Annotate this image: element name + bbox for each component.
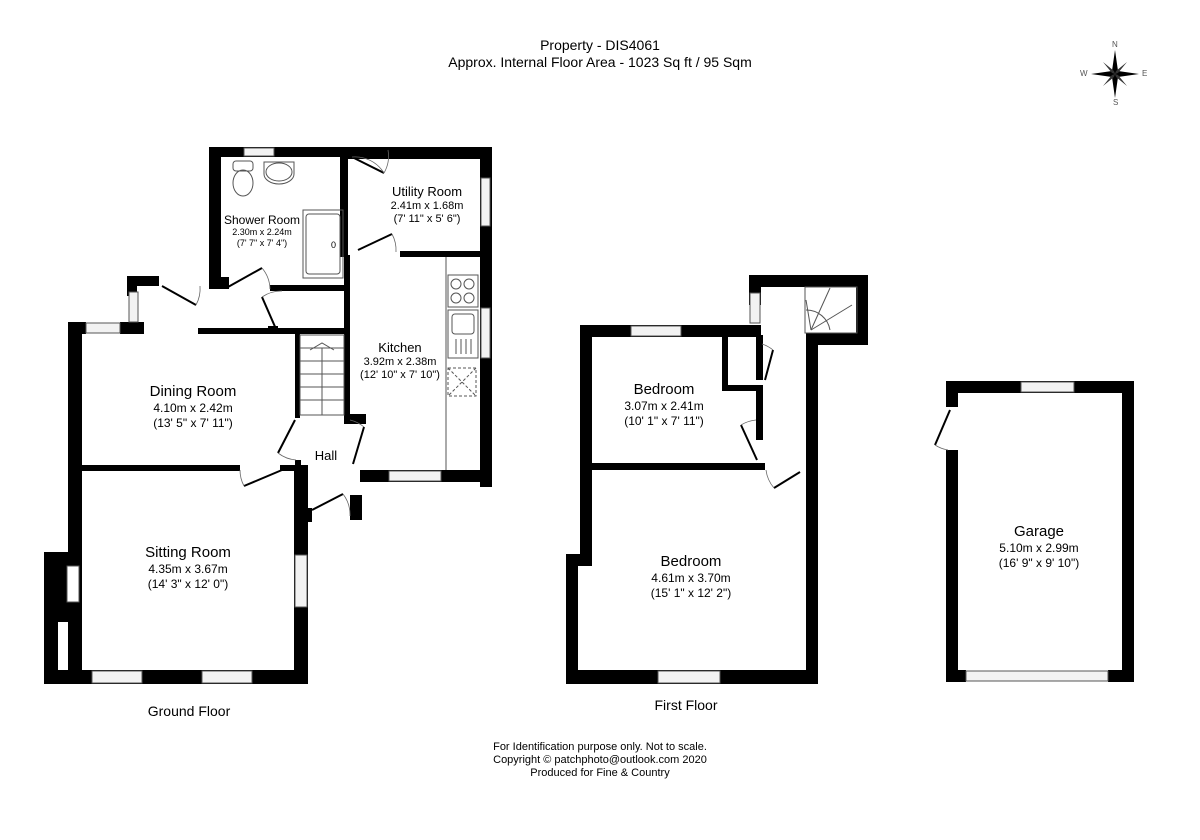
floor-label-ground: Ground Floor xyxy=(147,703,231,719)
room-sitting-room: Sitting Room 4.35m x 3.67m (14' 3" x 12'… xyxy=(145,544,231,592)
footer-disclaimer: For Identification purpose only. Not to … xyxy=(0,741,1200,780)
room-dimensions-imperial: (10' 1" x 7' 11") xyxy=(624,414,704,428)
room-dimensions-imperial: (12' 10" x 7' 10") xyxy=(360,369,440,381)
compass-north-label: N xyxy=(1112,40,1118,49)
room-dimensions-metric: 5.10m x 2.99m xyxy=(999,541,1079,555)
room-dimensions-imperial: (15' 1" x 12' 2") xyxy=(650,586,732,600)
compass-east-label: E xyxy=(1142,69,1148,78)
room-dining-room: Dining Room 4.10m x 2.42m (13' 5" x 7' 1… xyxy=(150,383,237,431)
produced-for-line: Produced for Fine & Country xyxy=(530,767,670,779)
room-utility-room: Utility Room 2.41m x 1.68m (7' 11" x 5' … xyxy=(391,184,464,226)
room-name: Bedroom xyxy=(660,553,722,570)
compass-south-label: S xyxy=(1113,98,1119,107)
room-dimensions-metric: 4.35m x 3.67m xyxy=(148,562,228,576)
room-name: Kitchen xyxy=(378,340,422,355)
room-name: Shower Room xyxy=(223,213,301,227)
room-name: Dining Room xyxy=(149,383,237,400)
room-dimensions-metric: 3.92m x 2.38m xyxy=(363,356,437,368)
room-dimensions-imperial: (16' 9" x 9' 10") xyxy=(998,556,1080,570)
room-dimensions-metric: 2.41m x 1.68m xyxy=(390,200,464,212)
room-dimensions-imperial: (7' 7" x 7' 4") xyxy=(236,238,288,248)
room-dimensions-metric: 2.30m x 2.24m xyxy=(232,227,292,237)
room-bedroom-small: Bedroom 3.07m x 2.41m (10' 1" x 7' 11") xyxy=(624,381,704,429)
copyright-line: Copyright © patchphoto@outlook.com 2020 xyxy=(493,754,707,766)
room-dimensions-metric: 3.07m x 2.41m xyxy=(624,399,704,413)
room-name: Sitting Room xyxy=(145,544,231,561)
room-garage: Garage 5.10m x 2.99m (16' 9" x 9' 10") xyxy=(999,523,1079,571)
disclaimer-line: For Identification purpose only. Not to … xyxy=(493,741,707,753)
plan-title: Property - DIS4061 xyxy=(540,37,660,53)
room-name: Hall xyxy=(314,448,338,463)
room-dimensions-imperial: (13' 5" x 7' 11") xyxy=(153,416,233,430)
compass-rose-icon: N S E W xyxy=(1080,40,1150,110)
room-dimensions-metric: 4.61m x 3.70m xyxy=(651,571,731,585)
room-dimensions-imperial: (7' 11" x 5' 6") xyxy=(393,213,461,225)
room-dimensions-imperial: (14' 3" x 12' 0") xyxy=(147,577,229,591)
room-hall: Hall xyxy=(315,448,337,464)
floor-area-subtitle: Approx. Internal Floor Area - 1023 Sq ft… xyxy=(448,54,752,70)
room-bedroom-large: Bedroom 4.61m x 3.70m (15' 1" x 12' 2") xyxy=(651,553,731,601)
room-name: Bedroom xyxy=(633,381,695,398)
room-name: Garage xyxy=(1013,523,1065,540)
room-name: Utility Room xyxy=(391,184,463,199)
floor-label-first: First Floor xyxy=(654,697,718,713)
compass-west-label: W xyxy=(1080,69,1088,78)
room-dimensions-metric: 4.10m x 2.42m xyxy=(153,401,233,415)
shower-valve-icon: 0 xyxy=(331,240,336,250)
room-kitchen: Kitchen 3.92m x 2.38m (12' 10" x 7' 10") xyxy=(360,340,440,382)
room-shower-room: Shower Room 2.30m x 2.24m (7' 7" x 7' 4"… xyxy=(224,213,300,249)
